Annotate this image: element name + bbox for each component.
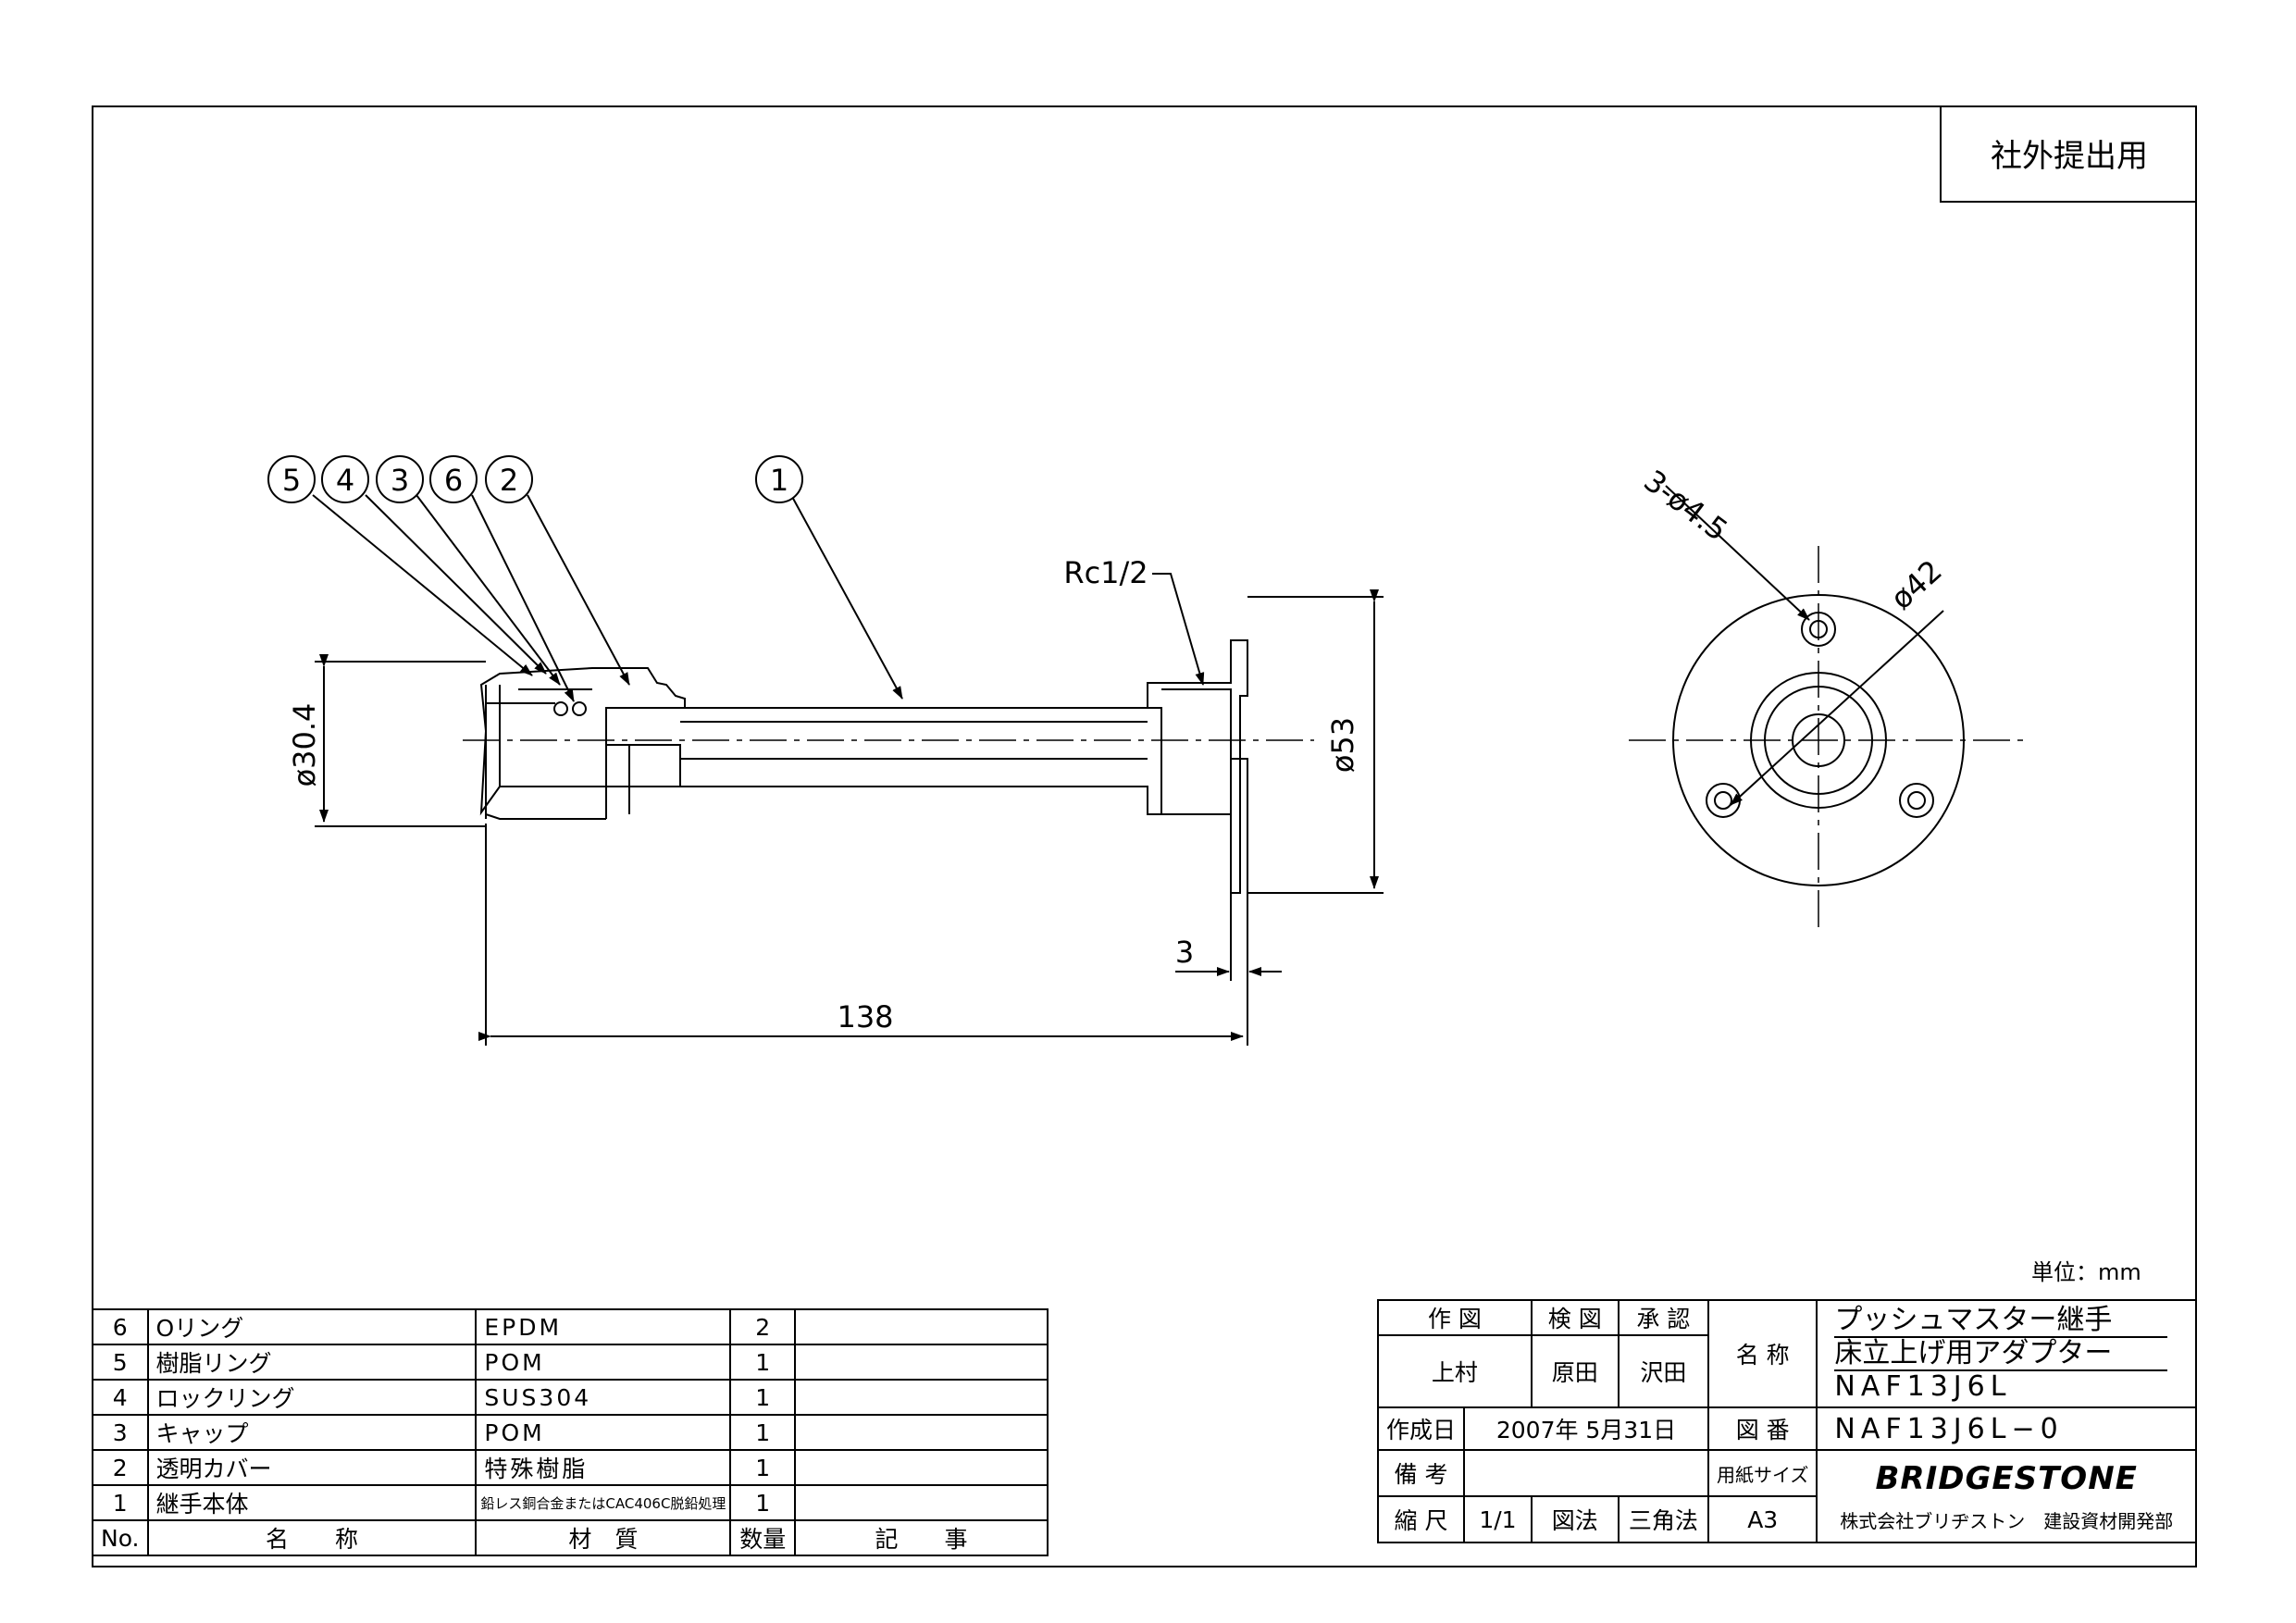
header-checked: 検 図 <box>1530 1299 1620 1336</box>
part-material: SUS304 <box>475 1379 732 1416</box>
header-name: 名 称 <box>146 1519 478 1556</box>
balloon-6: 6 <box>444 463 463 498</box>
header-no: No. <box>92 1519 149 1556</box>
balloon-3: 3 <box>391 463 409 498</box>
balloon-5: 5 <box>282 463 301 498</box>
balloon-4: 4 <box>336 463 354 498</box>
drawing-frame <box>92 105 2197 1567</box>
projection-value: 三角法 <box>1617 1495 1710 1543</box>
drawn-by: 上村 <box>1377 1334 1533 1408</box>
part-no: 2 <box>92 1449 149 1486</box>
part-no: 4 <box>92 1379 149 1416</box>
flange-body-circle <box>1750 672 1887 809</box>
brand-cell: BRIDGESTONE 株式会社ブリヂストン 建設資材開発部 <box>1816 1449 2197 1543</box>
part-name: 樹脂リング <box>146 1344 478 1381</box>
part-material: EPDM <box>475 1308 732 1345</box>
dim-138: 138 <box>837 999 893 1035</box>
part-name: キャップ <box>146 1414 478 1451</box>
part-name: 継手本体 <box>146 1484 478 1521</box>
part-qty: 1 <box>729 1344 797 1381</box>
product-name-line2: 床立上げ用アダプター <box>1834 1338 2168 1371</box>
name-label: 名 称 <box>1706 1299 1818 1408</box>
external-submission-stamp: 社外提出用 <box>1940 105 2197 203</box>
flange-outer-circle <box>1672 594 1965 886</box>
approved-by: 沢田 <box>1617 1334 1710 1408</box>
product-name-line1: プッシュマスター継手 <box>1834 1305 2168 1338</box>
part-no: 5 <box>92 1344 149 1381</box>
part-qty: 2 <box>729 1308 797 1345</box>
header-material: 材 質 <box>475 1519 732 1556</box>
created-date: 2007年 5月31日 <box>1463 1406 1709 1451</box>
bore-circle <box>1792 713 1845 767</box>
hole-top <box>1801 612 1836 647</box>
created-label: 作成日 <box>1376 1406 1466 1451</box>
paper-size-label: 用紙サイズ <box>1706 1449 1818 1497</box>
drawing-no-label: 図 番 <box>1706 1406 1818 1451</box>
part-material: 鉛レス銅合金またはCAC406C脱鉛処理 <box>475 1484 732 1521</box>
parts-header-row: No. 名 称 材 質 数量 記 事 <box>92 1519 1049 1556</box>
o-ring-b <box>572 701 587 716</box>
part-material: POM <box>475 1414 732 1451</box>
part-note <box>794 1449 1049 1486</box>
part-note <box>794 1484 1049 1521</box>
balloons <box>267 455 803 503</box>
part-qty: 1 <box>729 1379 797 1416</box>
dim-3: 3 <box>1175 935 1194 970</box>
label-3-phi45: 3-ø4.5 <box>1637 463 1734 548</box>
product-code: NAF13J6L <box>1834 1370 2012 1403</box>
part-note <box>794 1308 1049 1345</box>
part-material: POM <box>475 1344 732 1381</box>
bridgestone-logo: BRIDGESTONE <box>1875 1459 2138 1497</box>
drawing-number: NAF13J6L−0 <box>1816 1406 2197 1451</box>
label-rc12: Rc1/2 <box>1063 555 1148 590</box>
part-note <box>794 1414 1049 1451</box>
part-note <box>794 1344 1049 1381</box>
company-name: 株式会社ブリヂストン 建設資材開発部 <box>1840 1509 2174 1532</box>
header-drawn: 作 図 <box>1377 1299 1533 1336</box>
balloon-1: 1 <box>770 463 788 498</box>
unit-label: 単位：mm <box>2031 1259 2141 1285</box>
part-name: ロックリング <box>146 1379 478 1416</box>
title-block: 作 図 検 図 承 認 名 称 プッシュマスター継手 床立上げ用アダプター NA… <box>1376 1299 2197 1543</box>
part-material: 特殊樹脂 <box>475 1449 732 1486</box>
part-name: 透明カバー <box>146 1449 478 1486</box>
part-no: 6 <box>92 1308 149 1345</box>
part-note <box>794 1379 1049 1416</box>
body-tube <box>680 639 1248 894</box>
part-no: 3 <box>92 1414 149 1451</box>
part-no: 1 <box>92 1484 149 1521</box>
paper-size-value: A3 <box>1706 1495 1818 1543</box>
balloon-2: 2 <box>500 463 518 498</box>
part-name: Oリング <box>146 1308 478 1345</box>
dim-phi53: ø53 <box>1325 717 1360 773</box>
header-note: 記 事 <box>794 1519 1049 1556</box>
fitting-head-detail <box>485 685 501 819</box>
part-qty: 1 <box>729 1484 797 1521</box>
scale-label: 縮 尺 <box>1376 1495 1466 1543</box>
part-qty: 1 <box>729 1414 797 1451</box>
header-approved: 承 認 <box>1617 1299 1710 1336</box>
scale-value: 1/1 <box>1463 1495 1533 1543</box>
dim-phi304: ø30.4 <box>287 703 322 787</box>
projection-label: 図法 <box>1530 1495 1620 1543</box>
remarks-value <box>1463 1449 1709 1497</box>
header-qty: 数量 <box>729 1519 797 1556</box>
hole-right <box>1899 783 1934 818</box>
product-name: プッシュマスター継手 床立上げ用アダプター NAF13J6L <box>1816 1299 2197 1408</box>
part-qty: 1 <box>729 1449 797 1486</box>
label-phi42: ø42 <box>1884 553 1949 617</box>
checked-by: 原田 <box>1530 1334 1620 1408</box>
remarks-label: 備 考 <box>1376 1449 1466 1497</box>
o-ring-a <box>553 701 568 716</box>
